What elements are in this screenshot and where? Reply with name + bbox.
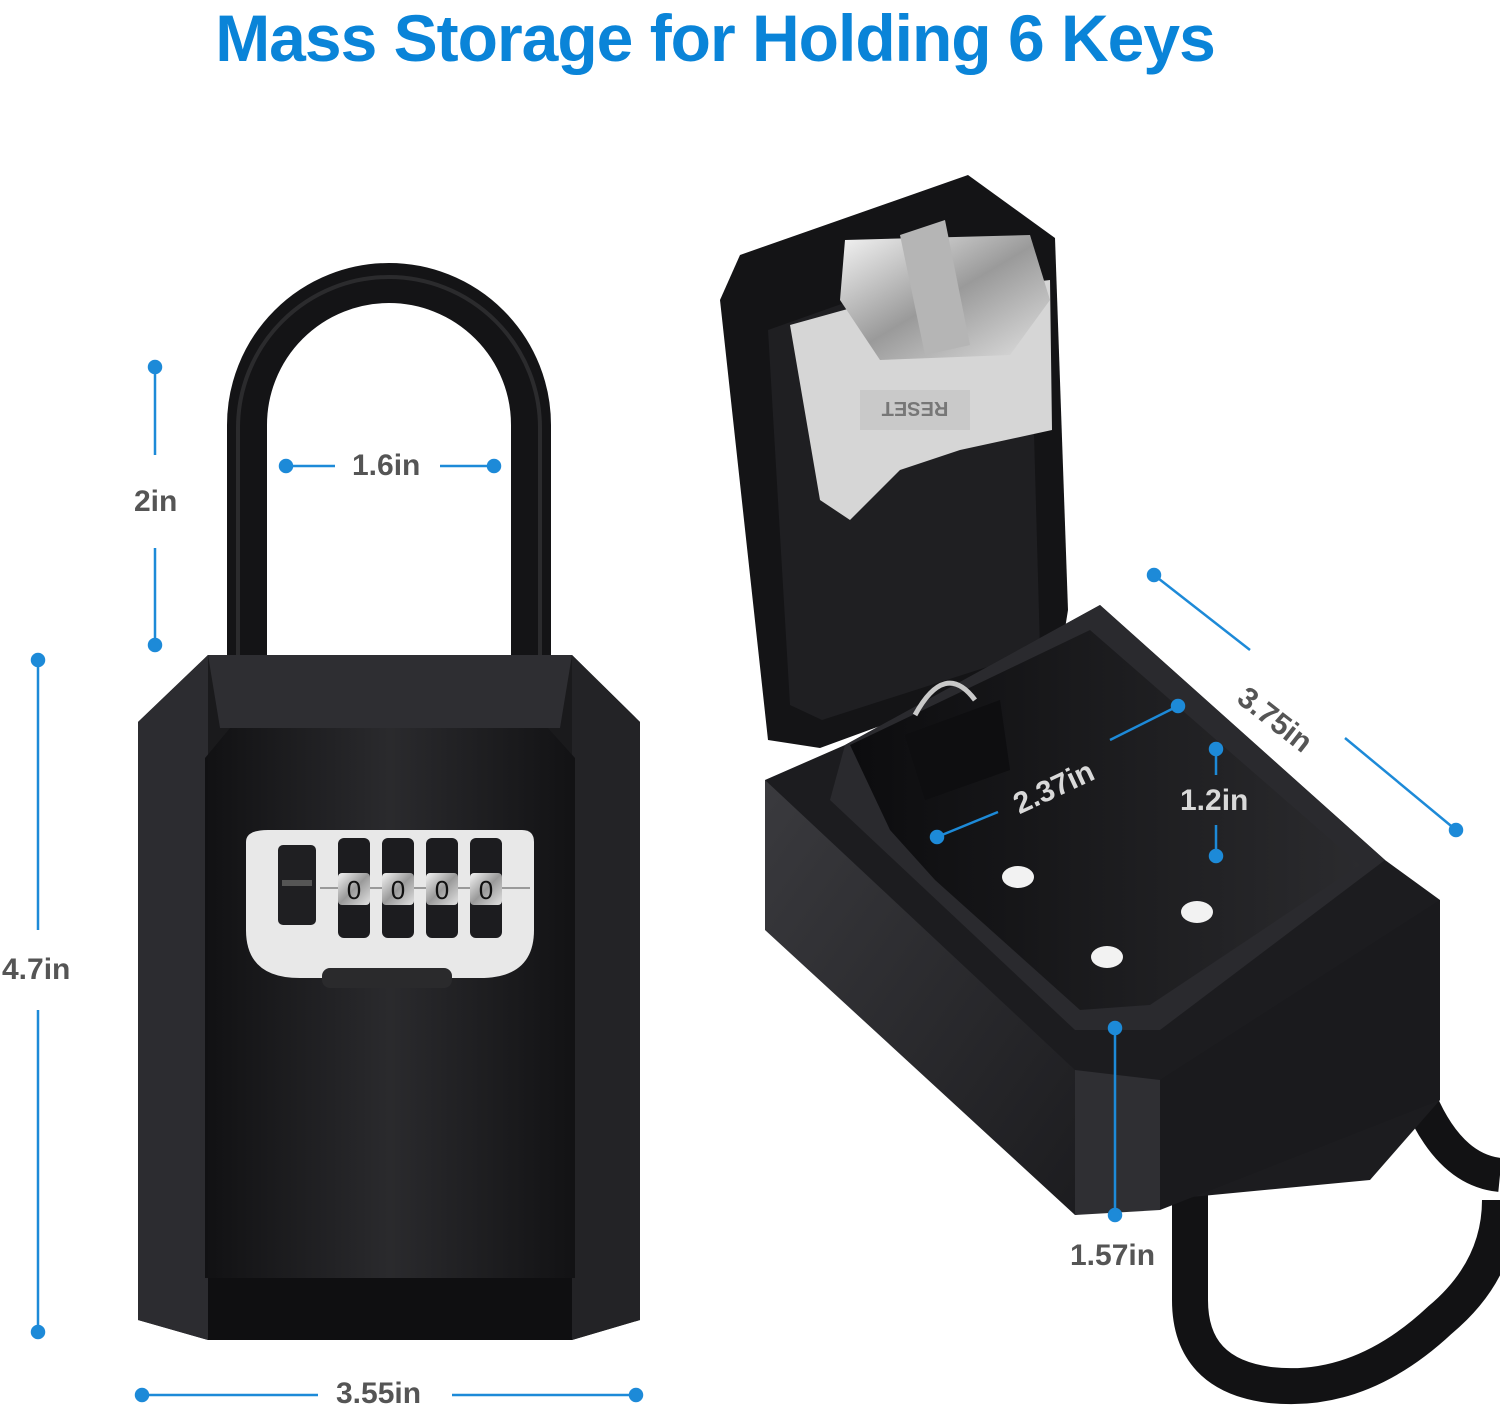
reset-label: RESET <box>882 397 949 419</box>
dial-wheel-2[interactable] <box>382 838 414 938</box>
dim-body-width: 3.55in <box>336 1377 422 1410</box>
front-panel <box>205 728 575 1278</box>
dimension-lines <box>30 359 1464 1403</box>
front-shackle <box>227 263 551 660</box>
mount-hole-1 <box>1002 866 1034 888</box>
front-lock <box>138 263 640 1340</box>
dial-digit-2: 0 <box>391 875 405 905</box>
dial-digit-3: 0 <box>435 875 449 905</box>
mount-hole-3 <box>1091 946 1123 968</box>
dim-body-height: 4.7in <box>2 953 71 986</box>
open-shackle <box>1172 1140 1500 1405</box>
dial-wheel-4[interactable] <box>470 838 502 938</box>
dim-box-depth: 1.57in <box>1070 1239 1156 1272</box>
dim-interior-depth: 1.2in <box>1180 784 1249 817</box>
dim-shackle-height: 2in <box>134 485 178 518</box>
open-lock: RESET <box>720 175 1500 1405</box>
mount-hole-2 <box>1181 901 1213 923</box>
dial-wheel-1[interactable] <box>338 838 370 938</box>
dial-digit-4: 0 <box>479 875 493 905</box>
headline: Mass Storage for Holding 6 Keys <box>215 1 1216 75</box>
dial-digit-1: 0 <box>347 875 361 905</box>
dim-shackle-width: 1.6in <box>352 449 421 482</box>
dial-wheel-3[interactable] <box>426 838 458 938</box>
